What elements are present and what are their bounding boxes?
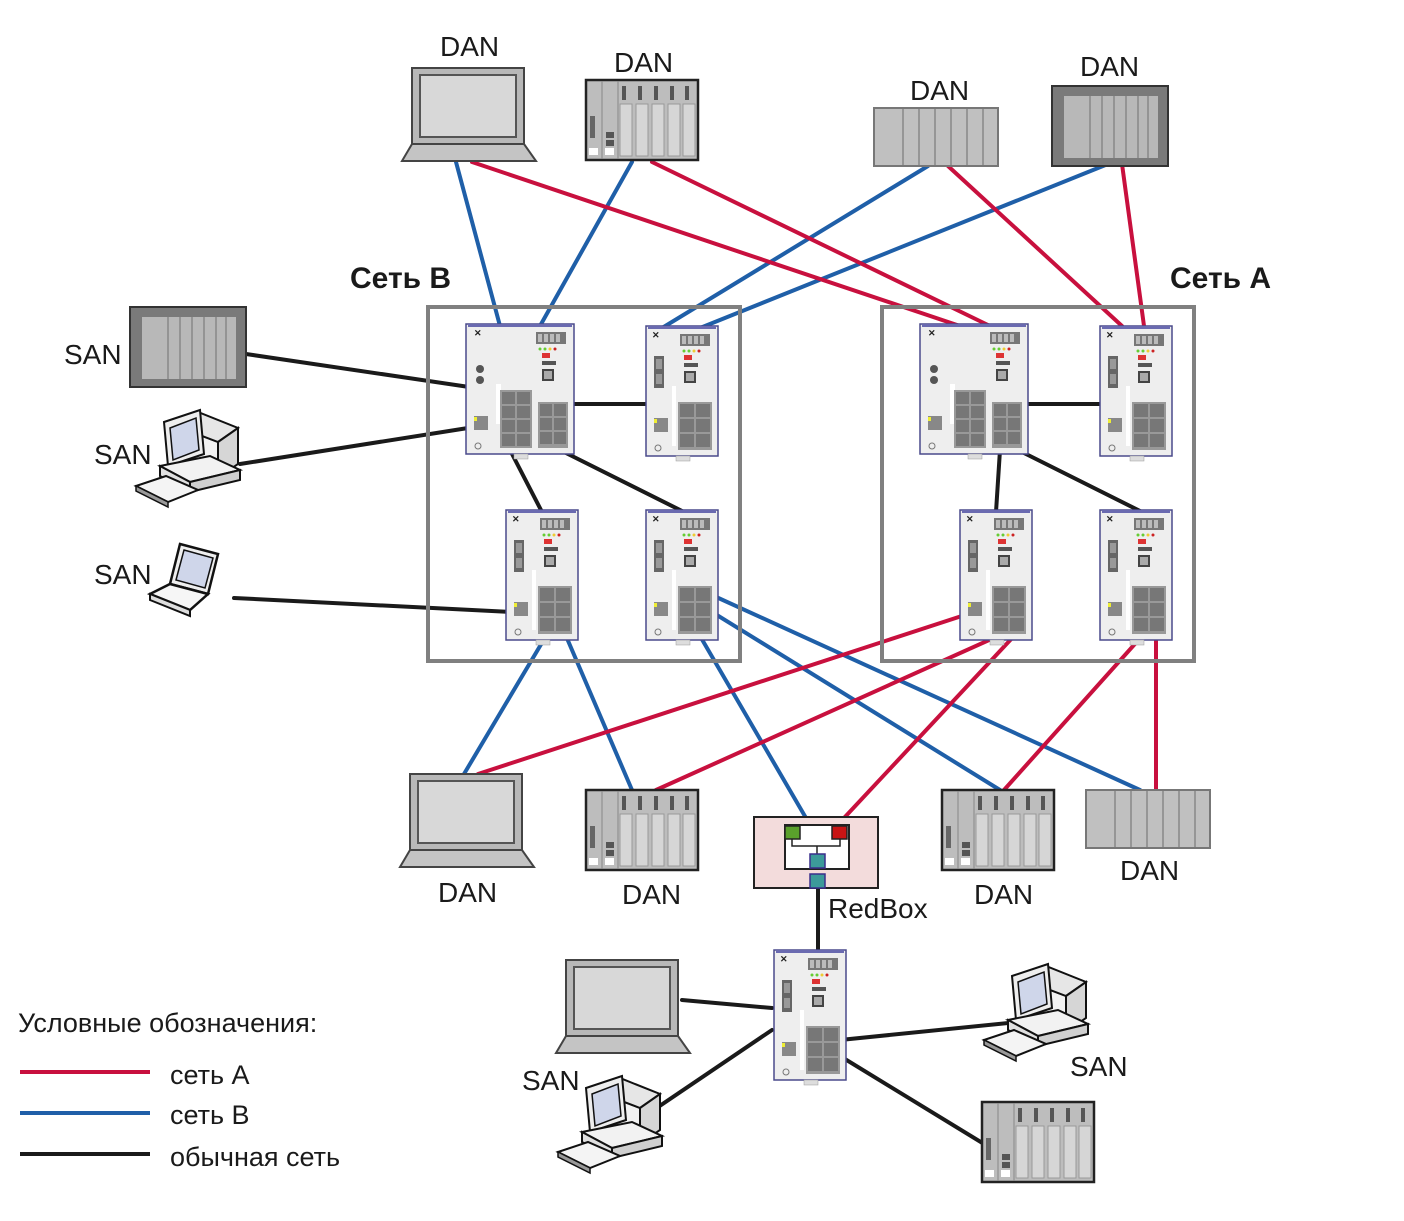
switch-lan-icon[interactable] [773,949,847,1086]
desktop-pc-icon[interactable] [135,409,241,508]
switch-b4-icon[interactable] [645,509,719,646]
node-label: SAN [64,339,122,370]
link-net-a [1120,162,1146,328]
redbox-label: RedBox [828,893,928,924]
node-label: SAN [1070,1051,1128,1082]
link-normal [838,1020,1020,1042]
link-net-b [698,162,1110,330]
switch-b3-icon[interactable] [505,509,579,646]
link-net-a [650,160,992,328]
node-label: SAN [94,439,152,470]
network-a-title: Сеть A [1170,262,1271,295]
link-normal [554,446,686,514]
network-b-group [426,305,742,663]
redbox-icon[interactable] [753,816,879,889]
legend-title: Условные обозначения: [18,1008,317,1038]
link-net-a [476,610,976,776]
switch-b1-icon[interactable] [465,323,575,460]
link-net-a [470,160,962,328]
link-net-b [454,160,502,328]
link-net-b [660,164,930,330]
plc-rack-icon[interactable] [980,1100,1096,1184]
link-normal [238,426,470,466]
io-rack-icon[interactable] [1085,789,1211,849]
legend-label-network-a: сеть A [170,1060,250,1090]
link-net-a [842,634,1016,820]
node-label: DAN [974,879,1033,910]
legend-label-normal: обычная сеть [170,1142,340,1172]
link-normal [508,448,544,514]
switch-a2-icon[interactable] [1099,325,1173,462]
laptop-icon[interactable] [399,773,535,868]
switch-a1-icon[interactable] [919,323,1029,460]
switch-b2-icon[interactable] [645,325,719,462]
link-net-b [462,634,548,776]
switch-a3-icon[interactable] [959,509,1033,646]
plc-rack-icon[interactable] [940,788,1056,872]
legend: Условные обозначения: сеть A сеть B обыч… [18,1008,340,1172]
laptop-icon[interactable] [148,542,220,618]
node-label: DAN [440,31,499,62]
node-label: DAN [1120,855,1179,886]
link-normal [994,448,1002,514]
link-net-b [538,160,634,328]
link-normal [232,596,514,614]
link-normal [1016,448,1144,514]
plc-rack-icon[interactable] [584,788,700,872]
network-b-title: Сеть B [350,262,451,295]
node-label: SAN [94,559,152,590]
link-net-b [698,634,808,820]
link-normal [838,1054,986,1146]
node-label: DAN [622,879,681,910]
switch-a4-icon[interactable] [1099,509,1173,646]
io-rack-icon[interactable] [873,107,999,167]
node-label: DAN [438,877,497,908]
network-a-group [880,305,1196,663]
rack-icon[interactable] [129,306,247,388]
node-label: SAN [522,1065,580,1096]
node-label: DAN [1080,51,1139,82]
node-label: DAN [614,47,673,78]
link-net-b [712,594,1142,792]
legend-label-network-b: сеть B [170,1100,250,1130]
link-normal [244,352,478,390]
link-normal [680,998,774,1010]
plc-rack-icon[interactable] [584,78,700,162]
node-label: DAN [910,75,969,106]
rack-icon[interactable] [1051,85,1169,167]
desktop-pc-icon[interactable] [983,963,1089,1062]
link-net-a [946,164,1124,328]
laptop-icon[interactable] [555,959,691,1054]
laptop-icon[interactable] [401,67,537,162]
